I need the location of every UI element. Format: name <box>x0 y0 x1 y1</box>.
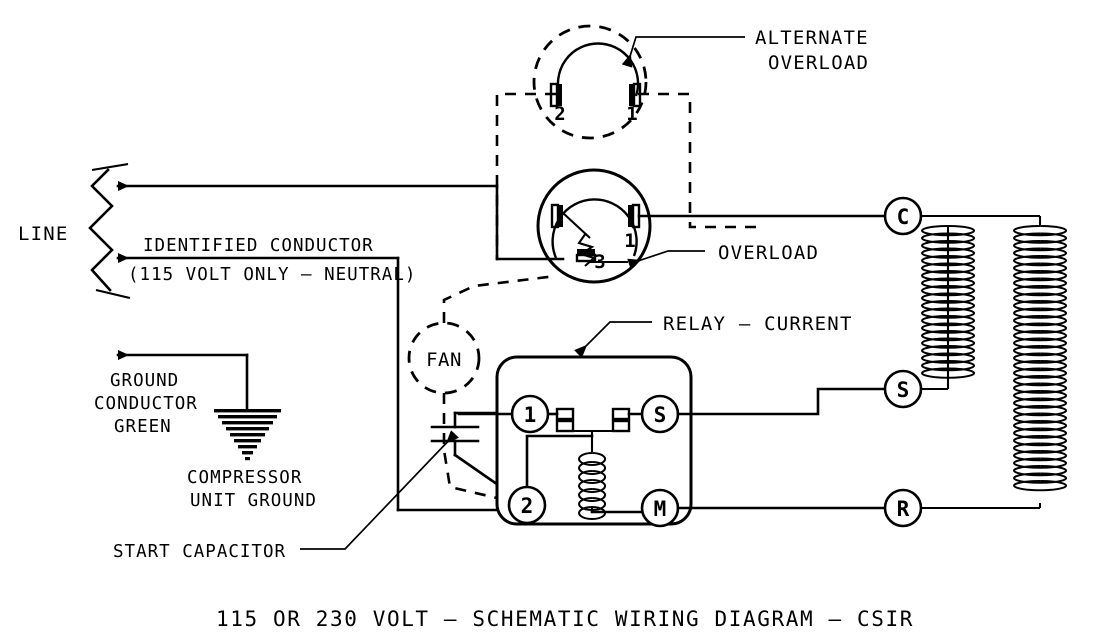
overload-terminal-1: 1 <box>624 230 635 252</box>
motor-terminal-s: S <box>897 378 910 402</box>
label-compressor-ground-line1: COMPRESSOR <box>187 468 302 488</box>
label-ground-conductor-line1: GROUND <box>110 371 179 391</box>
label-alternate-overload-line1: ALTERNATE <box>755 27 869 49</box>
alternate-overload-dashed-path <box>495 92 760 259</box>
run-winding-coil <box>1013 225 1068 508</box>
label-alternate-overload-line2: OVERLOAD <box>768 52 869 74</box>
label-identified-conductor-sub: (115 VOLT ONLY – NEUTRAL) <box>128 265 416 285</box>
label-line: LINE <box>18 223 69 245</box>
relay-terminal-s: S <box>654 403 667 427</box>
alternate-overload-device: 2 1 <box>532 24 648 140</box>
overload-terminal-3: 3 <box>594 251 605 273</box>
label-overload: OVERLOAD <box>718 242 819 264</box>
alt-overload-terminal-2: 2 <box>554 103 565 125</box>
motor-windings <box>921 214 1068 510</box>
label-compressor-ground-line2: UNIT GROUND <box>190 491 317 511</box>
start-winding-coil <box>921 225 976 379</box>
relay-terminal-m: M <box>654 497 667 521</box>
fan-label: FAN <box>426 349 462 371</box>
label-ground-conductor-line2: CONDUCTOR <box>94 394 198 414</box>
relay-terminals: 1 S 2 M <box>507 394 680 528</box>
motor-terminals: C S R <box>883 196 923 528</box>
relay-external-wiring <box>457 387 888 510</box>
earth-ground-symbol <box>214 409 281 461</box>
diagram-caption: 115 OR 230 VOLT – SCHEMATIC WIRING DIAGR… <box>216 607 914 631</box>
leader-lines <box>300 36 745 550</box>
motor-terminal-c: C <box>897 205 910 229</box>
overload-wiring <box>495 214 888 261</box>
relay-terminal-2: 2 <box>521 494 534 518</box>
label-start-capacitor: START CAPACITOR <box>113 542 286 562</box>
fan-device: FAN <box>407 321 481 395</box>
alt-overload-terminal-1: 1 <box>626 103 637 125</box>
line-source-symbol <box>88 162 131 300</box>
motor-terminal-r: R <box>897 497 910 521</box>
relay-terminal-1: 1 <box>524 403 537 427</box>
label-identified-conductor: IDENTIFIED CONDUCTOR <box>143 236 374 256</box>
label-ground-conductor-line3: GREEN <box>114 417 172 437</box>
fan-dashed-wiring <box>442 274 557 507</box>
overload-device: 1 3 <box>536 168 652 284</box>
label-relay-current: RELAY – CURRENT <box>663 313 853 335</box>
ground-conductor-wire <box>116 350 249 412</box>
relay-current-box <box>495 355 693 526</box>
